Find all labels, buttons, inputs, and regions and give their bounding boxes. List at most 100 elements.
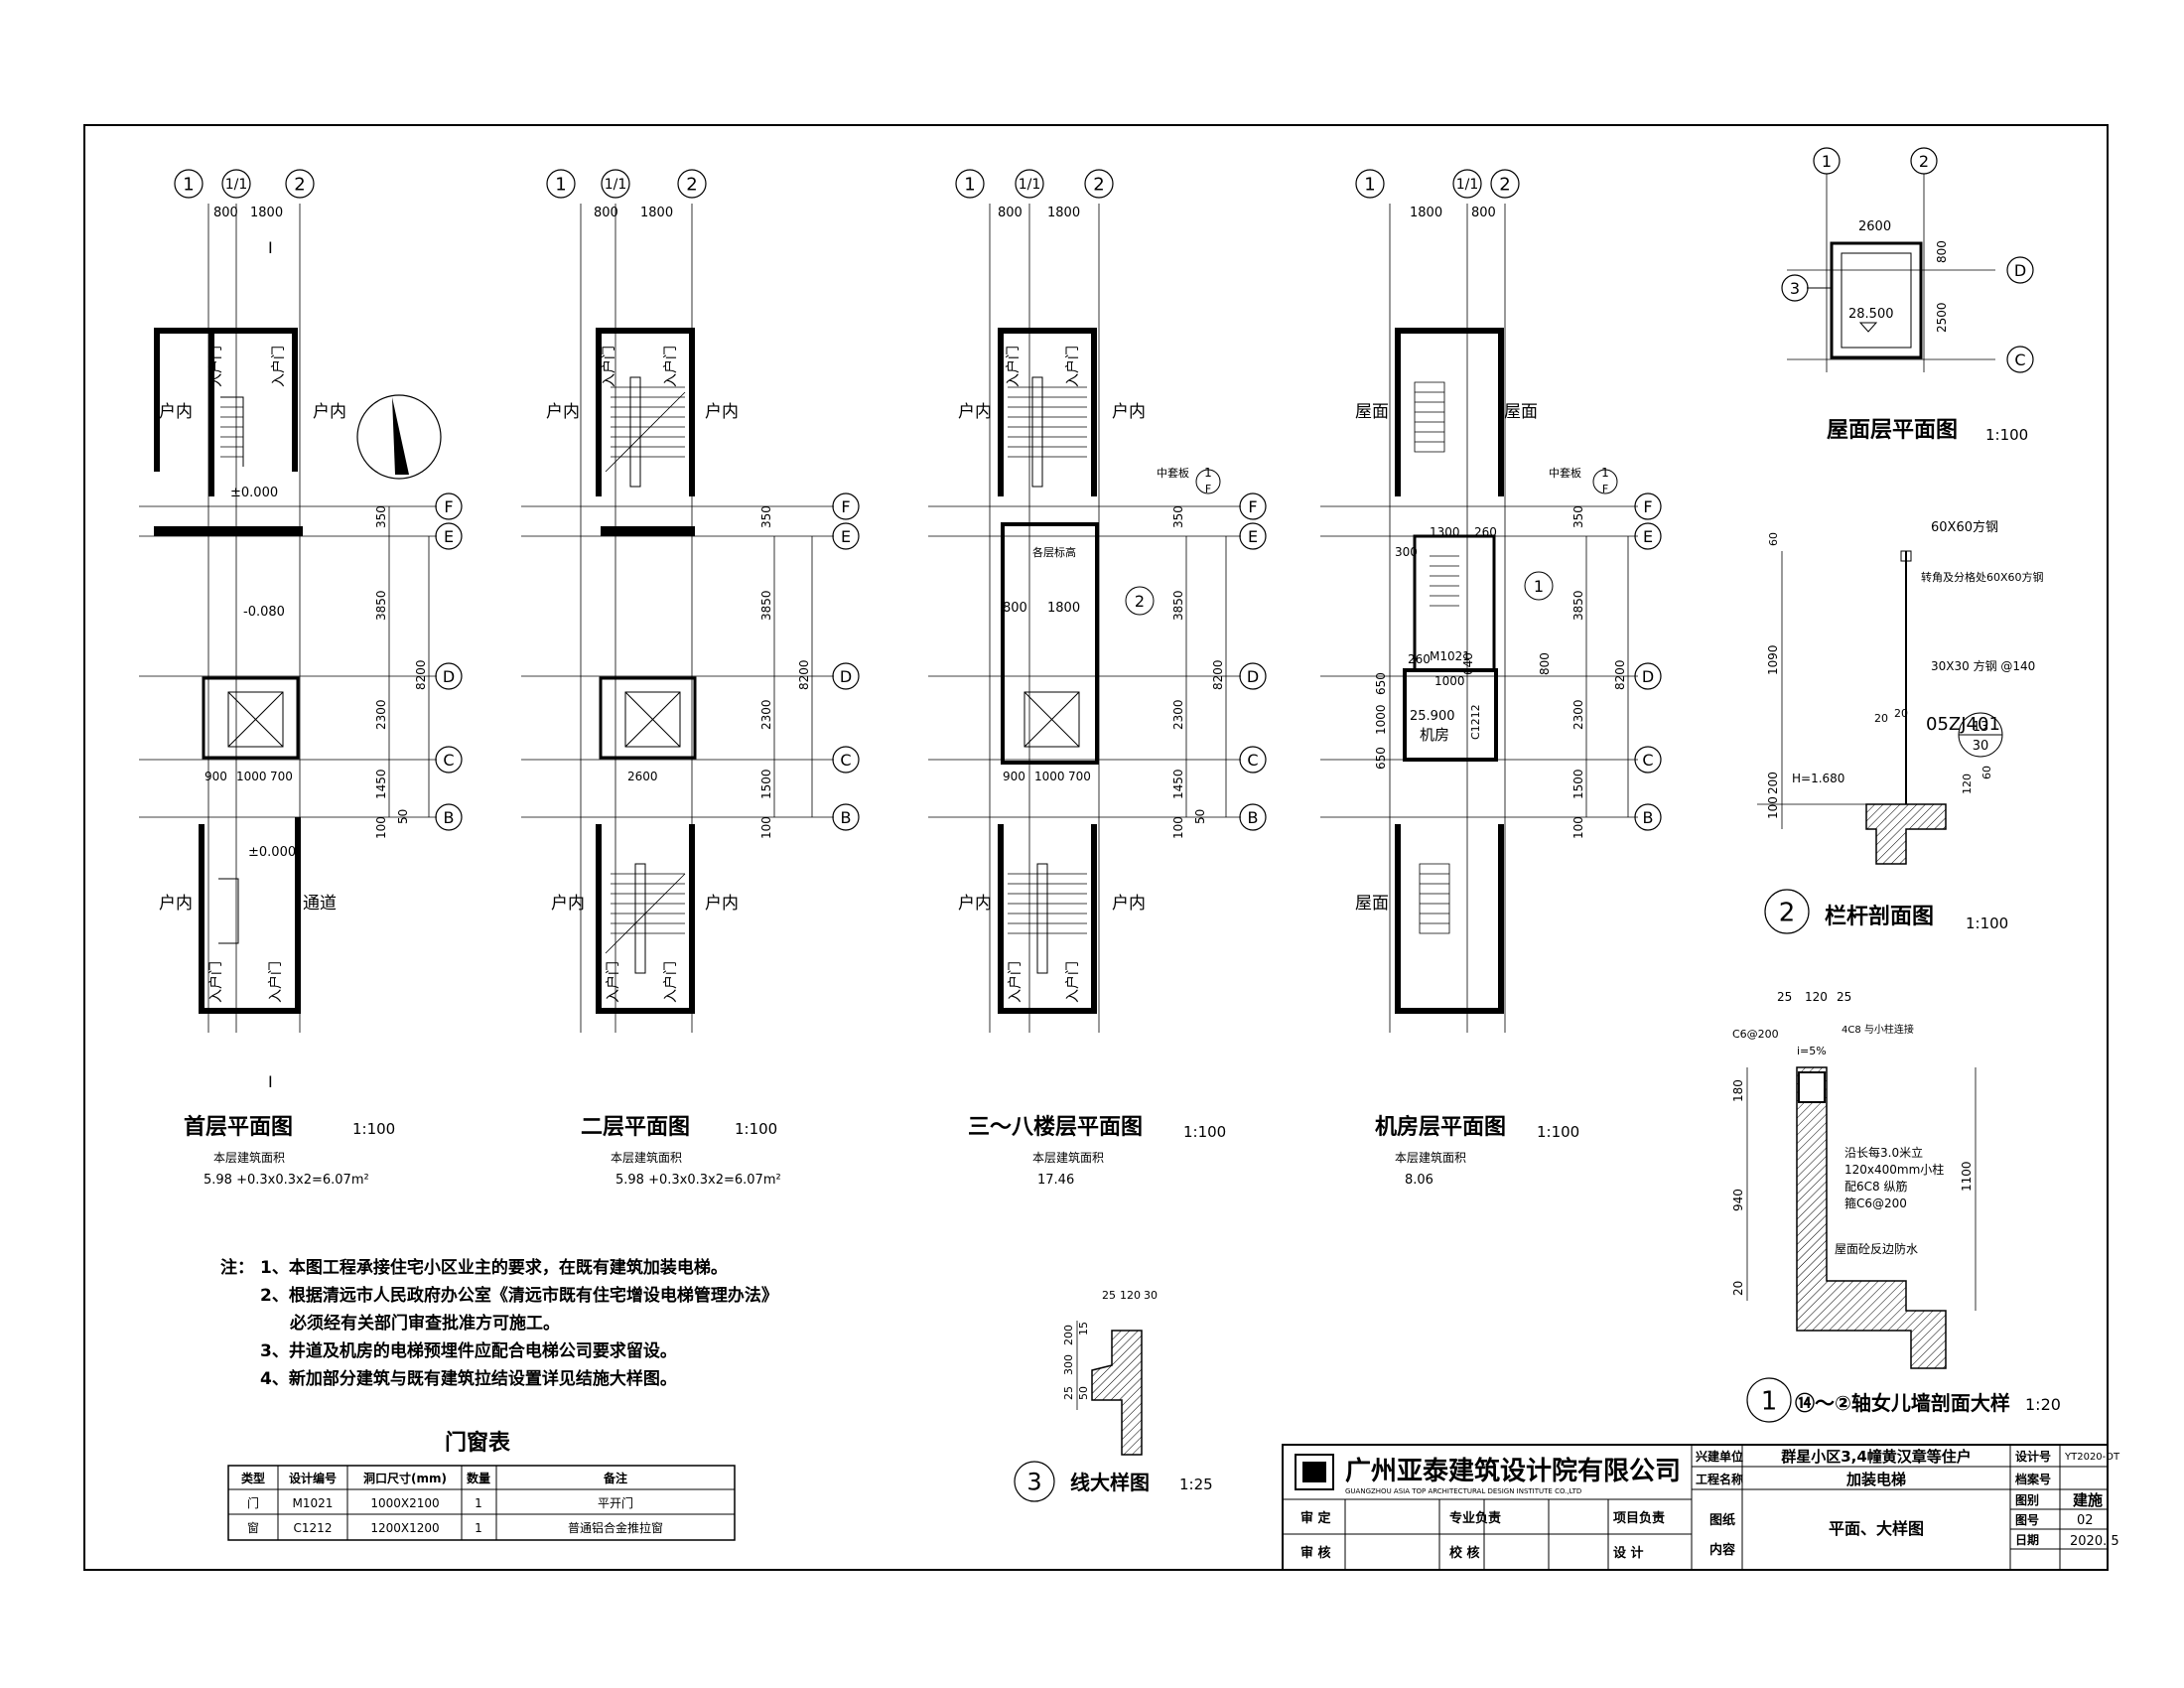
p1-door-label-d: 入户门 (267, 961, 284, 1003)
door-table-cell: 门 (247, 1495, 259, 1510)
axis-bubble-C: C (840, 751, 851, 770)
parapet-num-bubble (1747, 1378, 1791, 1422)
p4-dim-1500: 1500 (1571, 769, 1585, 799)
company-name: 广州亚泰建筑设计院有限公司 (1345, 1456, 1681, 1486)
roof-axis-C-bubble (2007, 347, 2033, 372)
roof-dim-2600: 2600 (1858, 219, 1891, 234)
p1-dim-1800: 1800 (250, 206, 283, 220)
p1-door-label-a: 入户门 (207, 346, 224, 387)
notes-prefix: 注： (220, 1257, 254, 1278)
p2-room-right: 户内 (705, 402, 739, 422)
axis-bubble-C-bubble (436, 747, 462, 773)
rail-num-bubble (1765, 890, 1809, 933)
line-num-bubble (1015, 1462, 1054, 1501)
p1-dim-800: 800 (213, 206, 238, 220)
p3-area-label: 本层建筑面积 (1032, 1150, 1104, 1165)
axis-bubble-1-bubble (175, 170, 203, 198)
p1-room-right: 户内 (313, 402, 346, 422)
project-label: 工程名称 (1696, 1472, 1743, 1486)
door-table-header: 设计编号 (289, 1471, 337, 1485)
p3-room-left-lower: 户内 (958, 894, 992, 914)
parapet-label-g: 箍C6@200 (1844, 1196, 1907, 1210)
axis-bubble-2: 2 (1093, 174, 1104, 195)
door-table-cell: 平开门 (598, 1495, 633, 1510)
axis-bubble-1-1-bubble (1016, 170, 1043, 198)
p3-title: 三～八楼层平面图 (968, 1115, 1143, 1140)
rail-title: 栏杆剖面图 (1825, 904, 1934, 929)
category: 建施 (2073, 1491, 2103, 1509)
p2-room-right-lower: 户内 (705, 894, 739, 914)
p3-door-label-d: 入户门 (1064, 961, 1081, 1003)
axis-bubble-2: 2 (1499, 174, 1510, 195)
p4-dim-100: 100 (1571, 816, 1585, 839)
axis-bubble-1-1-bubble (222, 170, 250, 198)
rail-ref-code: 05ZJ401 (1926, 714, 2000, 735)
line-dim-200: 200 (1062, 1325, 1075, 1345)
p2-dim-8200: 8200 (797, 659, 811, 690)
axis-bubble-1-1-bubble (1453, 170, 1481, 198)
p4-dim-3850: 3850 (1571, 590, 1585, 621)
axis-bubble-1-bubble (547, 170, 575, 198)
parapet-scale: 1:20 (2025, 1395, 2061, 1414)
p3-dim-900: 900 (1003, 770, 1025, 783)
door-table-header: 数量 (467, 1471, 490, 1485)
p2-area-value: 5.98 +0.3x0.3x2=6.07m² (615, 1173, 781, 1188)
parapet-section-drawing (1747, 1066, 1976, 1369)
p1-scale: 1:100 (352, 1120, 395, 1138)
axis-bubble-B-bubble (436, 804, 462, 830)
p3-dim-50: 50 (1193, 809, 1207, 824)
p4-elev: 25.900 (1410, 709, 1455, 724)
project-lead-label: 项目负责 (1613, 1510, 1665, 1526)
door-table-header: 洞口尺寸(mm) (363, 1471, 447, 1485)
roof-elev: 28.500 (1848, 307, 1894, 322)
axis-bubble-E: E (1248, 527, 1258, 546)
rail-dim-60-b: 60 (1980, 766, 1993, 779)
axis-bubble-1: 1 (1364, 174, 1375, 195)
p4-door-code: M1021 (1430, 649, 1470, 663)
archive-label: 档案号 (2015, 1472, 2051, 1486)
axis-bubble-1: 1 (555, 174, 566, 195)
p4-dim-800: 800 (1471, 206, 1496, 220)
axis-bubble-1-1: 1/1 (225, 177, 248, 193)
p2-room-left: 户内 (546, 402, 580, 422)
p1-section-mark-bottom: I (268, 1072, 273, 1091)
parapet-title: ⑭～②轴女儿墙剖面大样 (1795, 1391, 2010, 1415)
parapet-dim-940: 940 (1731, 1189, 1745, 1211)
drawing-label: 图纸 (1709, 1512, 1735, 1528)
rail-dim-20-a: 20 (1874, 712, 1888, 725)
rail-ref-num: 13 (1973, 720, 1989, 735)
p4-roof-left-lower: 屋面 (1355, 894, 1389, 914)
axis-bubble-C-bubble (833, 747, 859, 773)
axis-bubble-F-bubble (1240, 493, 1266, 519)
p4-callout-1: 1 (1601, 466, 1609, 480)
p1-room-left: 户内 (159, 402, 193, 422)
p2-door-label-d: 入户门 (662, 961, 679, 1003)
p3-dim-800: 800 (998, 206, 1023, 220)
door-table-cell: 1000X2100 (370, 1496, 439, 1510)
p2-title: 二层平面图 (581, 1115, 690, 1140)
date-label: 日期 (2015, 1532, 2039, 1547)
roof-title: 屋面层平面图 (1827, 418, 1958, 443)
p4-area-label: 本层建筑面积 (1395, 1150, 1466, 1165)
door-table-grid (228, 1466, 735, 1540)
axis-bubble-E: E (841, 527, 851, 546)
axis-bubble-F-bubble (833, 493, 859, 519)
p4-dim-2300: 2300 (1571, 699, 1585, 730)
axis-bubble-E-bubble (833, 523, 859, 549)
roof-axis-3-bubble (1782, 275, 1808, 301)
p3-dim-350: 350 (1171, 505, 1185, 528)
axis-bubble-D: D (840, 667, 852, 686)
parapet-num: 1 (1761, 1386, 1778, 1416)
p1-elev-pit: -0.080 (243, 605, 285, 620)
drawing-label-2: 内容 (1709, 1542, 1735, 1558)
roof-axis-C: C (2014, 351, 2025, 369)
roof-dim-800: 800 (1935, 240, 1949, 263)
p3-door-label-b: 入户门 (1064, 346, 1081, 387)
p3-note-b: 各层标高 (1032, 545, 1076, 559)
p3-scale: 1:100 (1183, 1123, 1226, 1141)
parapet-label-e: 120x400mm小柱 (1844, 1162, 1944, 1177)
design-no-label: 设计号 (2015, 1449, 2051, 1464)
approve-label: 审 定 (1300, 1510, 1331, 1526)
axis-bubble-B: B (444, 808, 455, 827)
